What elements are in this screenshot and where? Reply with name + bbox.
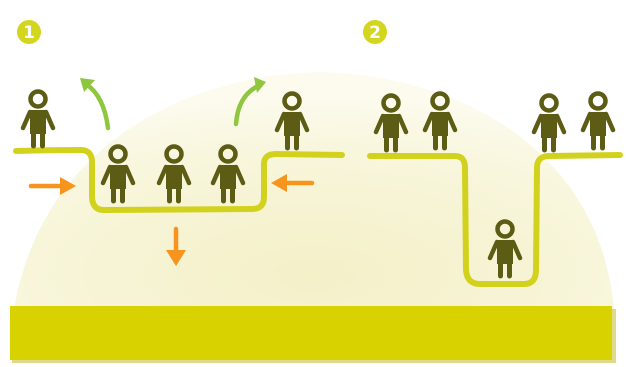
person-icon (583, 94, 613, 149)
badge-2-label: 2 (369, 23, 381, 43)
track-scenario-1 (13, 147, 345, 213)
ground-bar (10, 306, 612, 360)
person-icon (23, 92, 53, 147)
track-scenario-2 (367, 152, 623, 287)
badge-2: 2 (363, 20, 387, 44)
arrow-icon (271, 174, 315, 192)
curved-arrow-head (254, 77, 266, 93)
curved-arrow-icon (83, 81, 111, 131)
arrow-icon (166, 226, 186, 266)
badge-1-label: 1 (23, 23, 35, 43)
curved-arrow-head (80, 78, 95, 92)
person-icon (534, 96, 564, 151)
badge-1: 1 (17, 20, 41, 44)
curved-arrow-icon (233, 83, 261, 127)
arrow-icon (28, 177, 76, 195)
